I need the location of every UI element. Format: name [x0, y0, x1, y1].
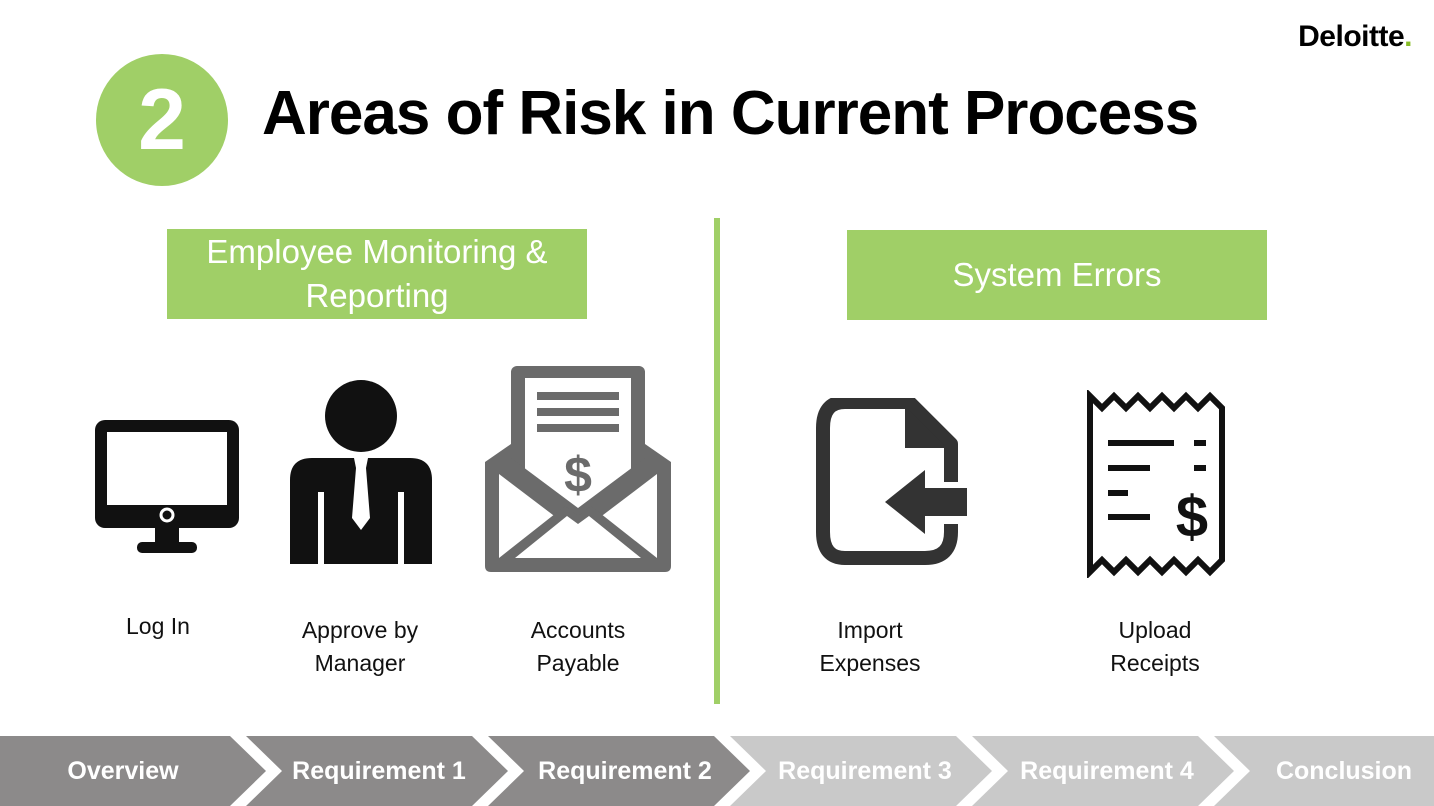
category-employee-monitoring: Employee Monitoring & Reporting — [167, 229, 587, 319]
step-number-badge: 2 — [96, 54, 228, 186]
file-import-icon — [816, 398, 967, 565]
item-label-import-expenses: Import Expenses — [819, 617, 921, 676]
nav-step-requirement-1-shape[interactable] — [246, 736, 508, 806]
page-title: Areas of Risk in Current Process — [262, 79, 1199, 148]
deloitte-logo: Deloitte. — [1298, 20, 1412, 54]
nav-step-conclusion[interactable]: Conclusion — [1275, 756, 1413, 785]
section-divider — [714, 218, 720, 704]
svg-text:$: $ — [1175, 489, 1210, 554]
nav-step-conclusion-shape[interactable] — [1214, 736, 1434, 806]
svg-text:$: $ — [564, 447, 592, 503]
manager-icon — [290, 380, 432, 564]
logo-dot: . — [1404, 20, 1412, 53]
category-system-errors: System Errors — [847, 230, 1267, 320]
nav-step-requirement-4-shape[interactable] — [972, 736, 1234, 806]
nav-step-requirement-2[interactable]: Requirement 2 — [538, 756, 712, 785]
nav-step-requirement-3-shape[interactable] — [730, 736, 992, 806]
item-label-accounts-payable: Accounts Payable — [530, 617, 626, 676]
nav-step-requirement-4[interactable]: Requirement 4 — [1020, 756, 1194, 785]
envelope-dollar-icon: $ — [485, 366, 671, 572]
item-label-approve-by-manager: Approve by Manager — [301, 617, 419, 676]
progress-nav — [0, 736, 1434, 806]
item-label-log-in: Log In — [126, 613, 190, 639]
logo-text: Deloitte — [1298, 20, 1405, 53]
category-label: System Errors — [952, 256, 1162, 293]
receipt-icon: $ — [1087, 390, 1225, 578]
monitor-icon — [95, 420, 239, 553]
nav-step-requirement-1[interactable]: Requirement 1 — [292, 756, 466, 785]
category-label: Employee Monitoring & Reporting — [206, 233, 548, 314]
item-label-upload-receipts: Upload Receipts — [1110, 617, 1200, 676]
nav-step-requirement-3[interactable]: Requirement 3 — [778, 756, 952, 785]
nav-step-requirement-2-shape[interactable] — [488, 736, 750, 806]
nav-step-overview[interactable]: Overview — [67, 756, 179, 785]
nav-step-overview-shape[interactable] — [0, 736, 266, 806]
